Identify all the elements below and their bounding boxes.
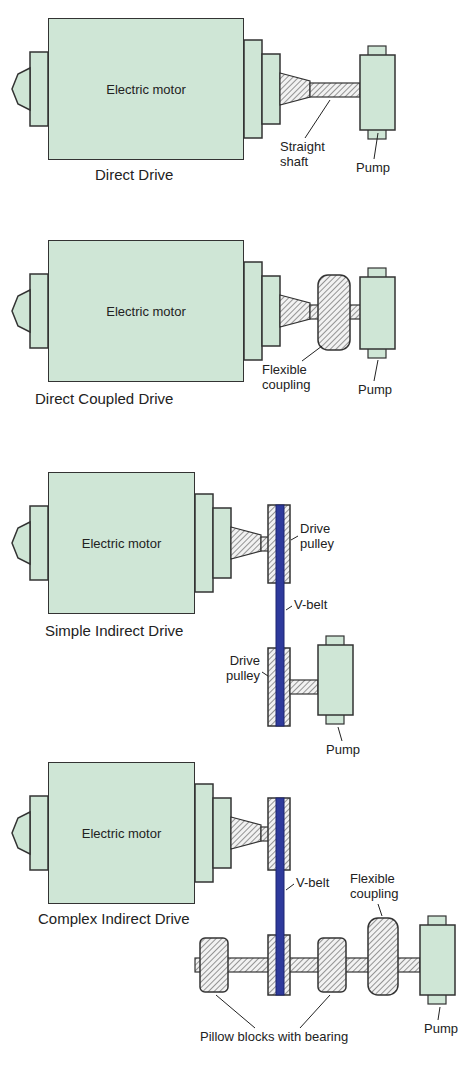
part-label: Flexible coupling (262, 363, 338, 393)
part-label: Flexible coupling (350, 872, 426, 902)
part-label: Drive pulley (300, 522, 356, 552)
drive-caption: Simple Indirect Drive (45, 622, 245, 639)
part-label: Pillow blocks with bearing (200, 1030, 400, 1045)
part-label: V-belt (296, 876, 356, 891)
drive-caption: Direct Drive (95, 166, 235, 183)
electric-motor: Electric motor (48, 762, 195, 904)
part-label: Pump (358, 383, 408, 398)
drive-caption: Complex Indirect Drive (38, 910, 258, 927)
electric-motor: Electric motor (48, 18, 244, 160)
electric-motor: Electric motor (48, 472, 195, 614)
motor-label: Electric motor (106, 82, 185, 97)
drive-caption: Direct Coupled Drive (35, 390, 255, 407)
part-label: Pump (424, 1022, 470, 1037)
part-label: Pump (326, 743, 376, 758)
motor-label: Electric motor (82, 536, 161, 551)
part-label: Straight shaft (280, 140, 342, 170)
part-label: Drive pulley (204, 654, 260, 684)
motor-label: Electric motor (82, 826, 161, 841)
electric-motor: Electric motor (48, 240, 244, 382)
part-label: V-belt (294, 598, 354, 613)
part-label: Pump (356, 161, 406, 176)
motor-label: Electric motor (106, 304, 185, 319)
